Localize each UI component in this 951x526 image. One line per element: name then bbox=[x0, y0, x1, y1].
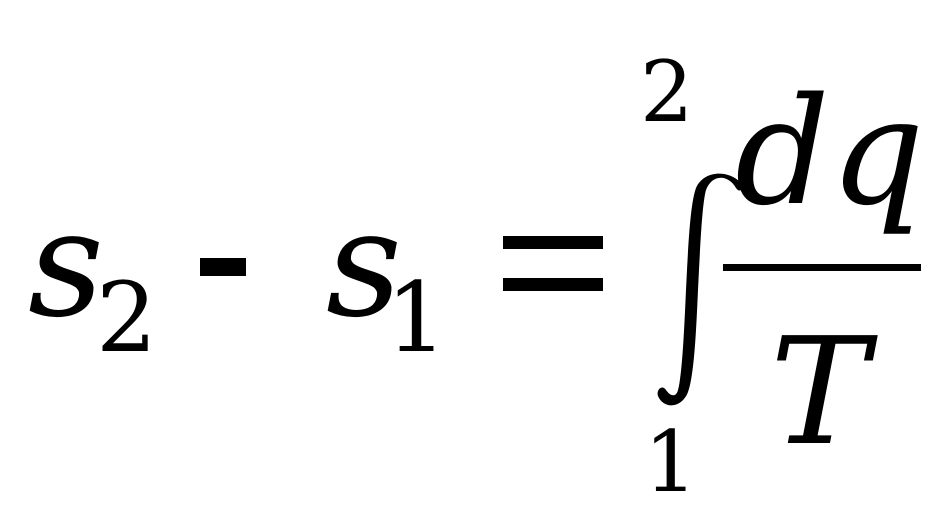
variable-s2: s bbox=[28, 178, 104, 350]
fraction-numerator: dq bbox=[735, 66, 925, 238]
integral-upper-limit: 2 bbox=[640, 43, 694, 141]
fraction-bar bbox=[723, 264, 921, 271]
subscript-two: 2 bbox=[96, 262, 158, 374]
integral-icon bbox=[657, 173, 742, 406]
fraction-denominator: T bbox=[770, 306, 869, 478]
minus-sign bbox=[200, 258, 246, 276]
equals-sign-top bbox=[503, 236, 603, 249]
equals-sign-bottom bbox=[503, 278, 603, 291]
variable-s1: s bbox=[326, 178, 402, 350]
integral-lower-limit: 1 bbox=[644, 413, 698, 511]
subscript-one: 1 bbox=[386, 262, 448, 374]
